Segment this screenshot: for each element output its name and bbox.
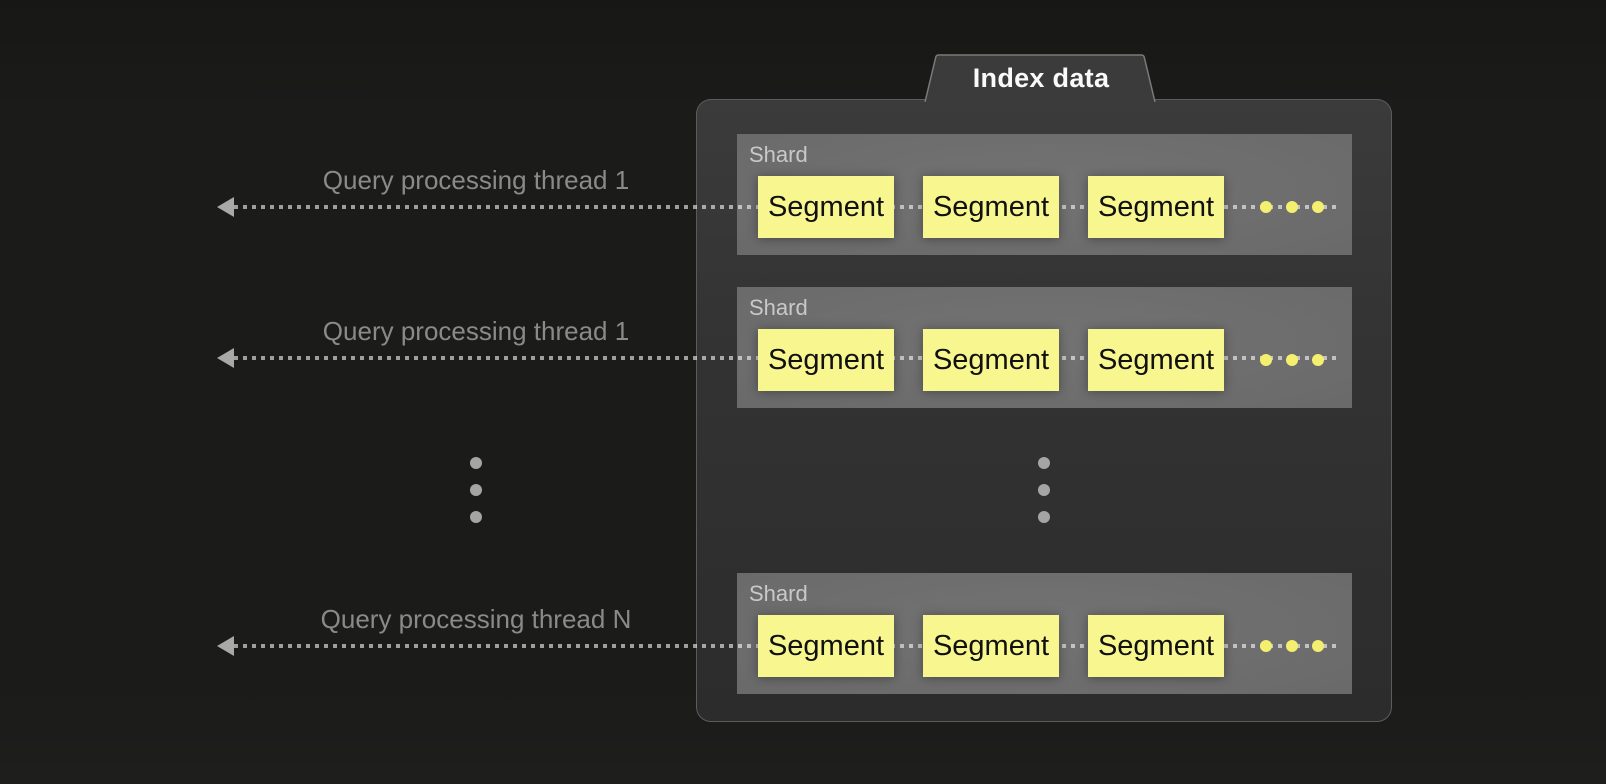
shard-label: Shard bbox=[749, 142, 808, 167]
index-data-tab bbox=[924, 54, 1156, 102]
index-data-tab-label: Index data bbox=[972, 63, 1110, 93]
segment-box: Segment bbox=[923, 615, 1059, 677]
shard-box-2: Shard Segment Segment Segment bbox=[737, 287, 1352, 408]
shard-label: Shard bbox=[749, 295, 808, 320]
more-segments-dot bbox=[1286, 354, 1298, 366]
more-segments-dot bbox=[1260, 201, 1272, 213]
thread-label-1: Query processing thread 1 bbox=[322, 165, 630, 195]
segment-box: Segment bbox=[1088, 329, 1224, 391]
segment-box: Segment bbox=[1088, 176, 1224, 238]
more-segments-dot bbox=[1286, 640, 1298, 652]
arrowhead-left-icon bbox=[217, 197, 234, 217]
more-segments-dot bbox=[1312, 201, 1324, 213]
more-segments-dot bbox=[1312, 640, 1324, 652]
segment-box: Segment bbox=[758, 329, 894, 391]
more-segments-dot bbox=[1260, 354, 1272, 366]
segment-box: Segment bbox=[923, 176, 1059, 238]
segment-box: Segment bbox=[1088, 615, 1224, 677]
thread-label-3: Query processing thread N bbox=[320, 604, 632, 634]
more-segments-dot bbox=[1260, 640, 1272, 652]
segment-box: Segment bbox=[758, 615, 894, 677]
more-segments-dot bbox=[1312, 354, 1324, 366]
shard-label: Shard bbox=[749, 581, 808, 606]
shard-box-3: Shard Segment Segment Segment bbox=[737, 573, 1352, 694]
arrowhead-left-icon bbox=[217, 348, 234, 368]
shard-box-1: Shard Segment Segment Segment bbox=[737, 134, 1352, 255]
segment-box: Segment bbox=[758, 176, 894, 238]
segment-box: Segment bbox=[923, 329, 1059, 391]
thread-label-2: Query processing thread 1 bbox=[322, 316, 630, 346]
more-segments-dot bbox=[1286, 201, 1298, 213]
arrowhead-left-icon bbox=[217, 636, 234, 656]
